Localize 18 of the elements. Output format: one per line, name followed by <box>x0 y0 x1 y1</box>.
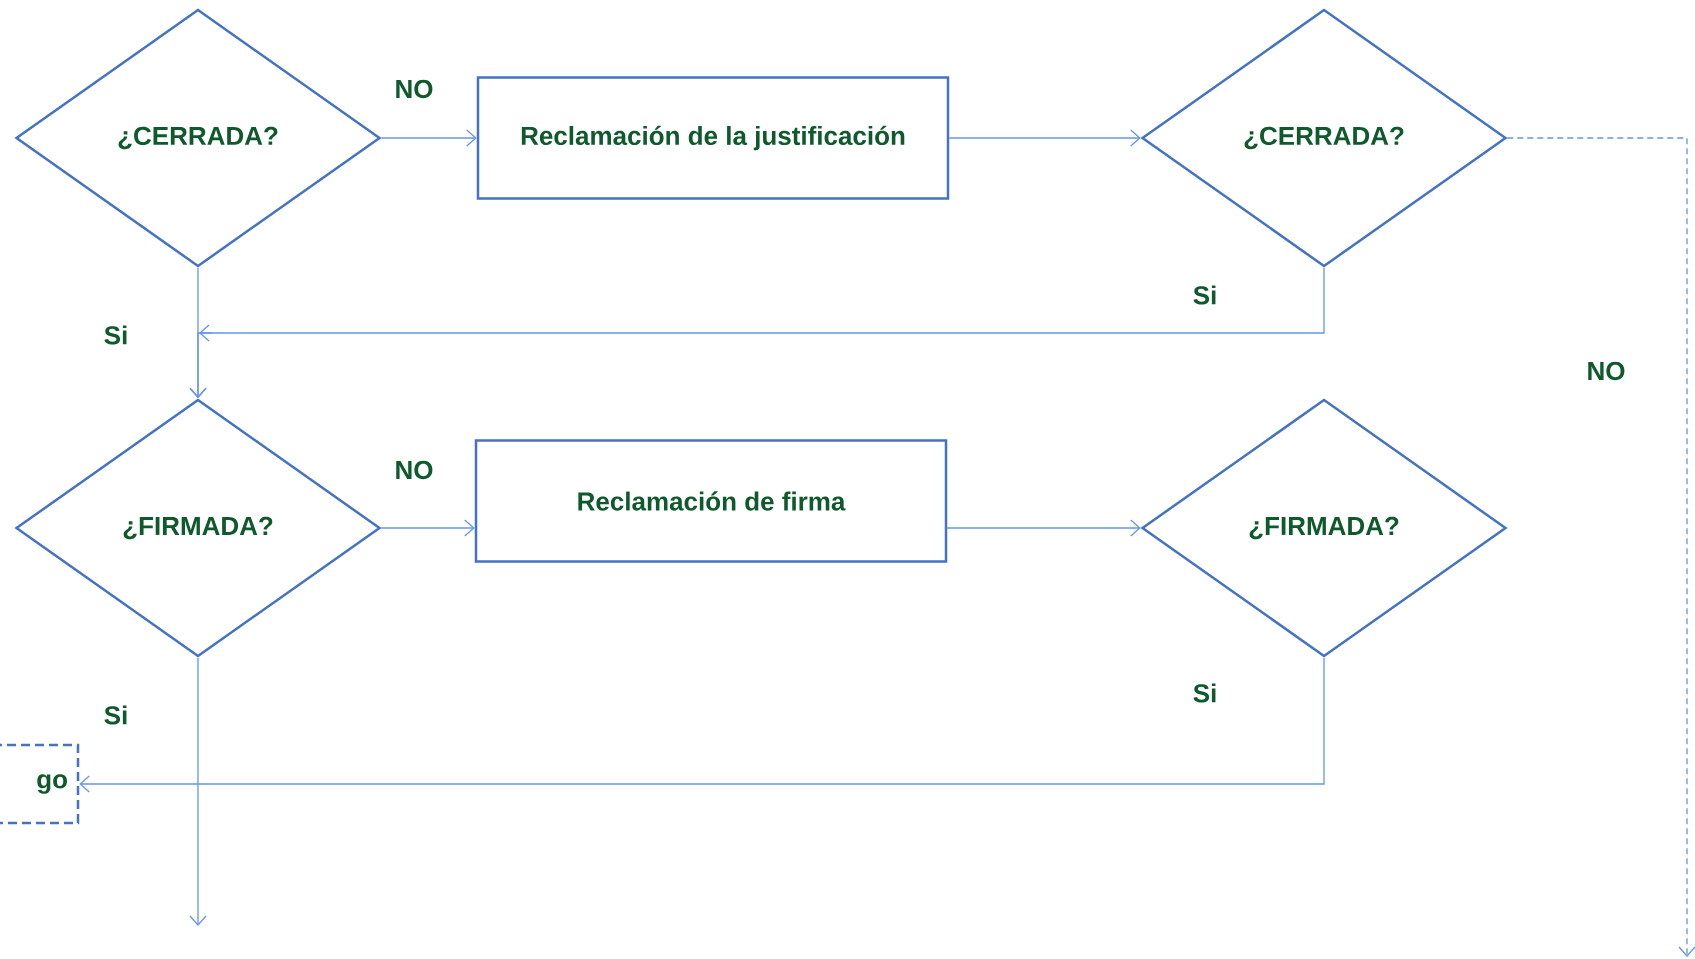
arrow <box>380 519 475 537</box>
arrow <box>380 129 477 147</box>
arrow <box>946 519 1141 537</box>
arrow <box>948 129 1141 147</box>
edge-label: NO <box>392 77 436 101</box>
edge-label: Si <box>1190 283 1220 307</box>
arrow <box>79 657 1325 793</box>
edge-label: Si <box>101 323 131 347</box>
edge-label: NO <box>392 458 436 482</box>
edge-label: Si <box>101 703 131 727</box>
process-box: Reclamación de firma <box>474 439 948 563</box>
arrow <box>1506 137 1695 957</box>
arrow <box>189 657 207 926</box>
process-box: go <box>0 743 80 825</box>
process-box: Reclamación de la justificación <box>476 76 950 200</box>
edge-label: NO <box>1584 359 1628 383</box>
arrow <box>189 267 207 399</box>
edge-label: Si <box>1190 681 1220 705</box>
